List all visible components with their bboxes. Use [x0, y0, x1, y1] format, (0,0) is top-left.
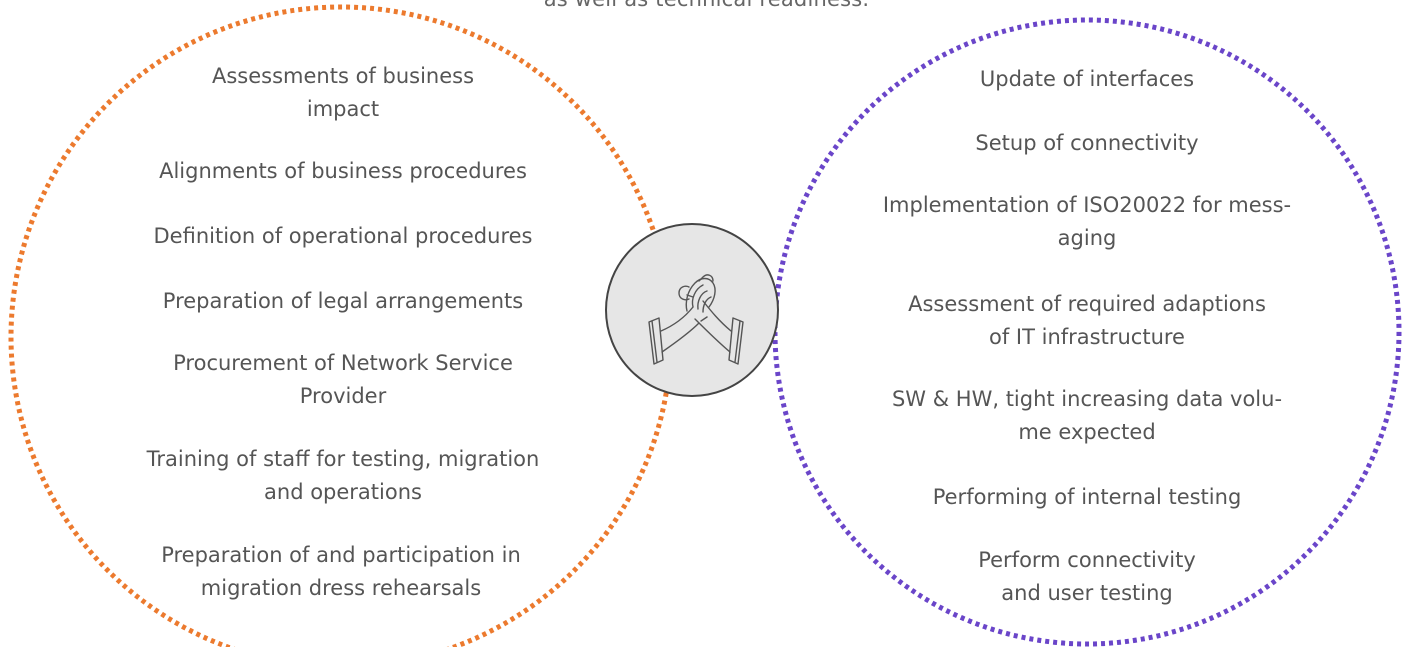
right-item-text: Perform connectivity and user testing: [978, 548, 1196, 605]
center-badge: [605, 223, 779, 397]
right-item-text: Implementation of ISO20022 for mess- agi…: [882, 193, 1292, 250]
right-item-text: Assessment of required adaptions of IT i…: [908, 292, 1266, 349]
right-item-interfaces: Update of interfaces: [857, 63, 1317, 96]
left-item-text: Training of staff for testing, migration…: [146, 447, 540, 504]
right-item-text: SW & HW, tight increasing data volu- me …: [891, 387, 1283, 444]
left-item-text: Definition of operational procedures: [153, 224, 533, 248]
right-item-text: Performing of internal testing: [932, 485, 1242, 509]
left-item-text: Procurement of Network Service Provider: [173, 351, 513, 408]
left-item-legal-arrangements: Preparation of legal arrangements: [113, 285, 573, 318]
left-item-business-procedures: Alignments of business procedures: [113, 155, 573, 188]
left-item-text: Assessments of business impact: [211, 64, 475, 121]
right-item-text: Update of interfaces: [979, 67, 1195, 91]
left-item-network-service-provider: Procurement of Network Service Provider: [113, 347, 573, 413]
right-item-text: Setup of connectivity: [975, 131, 1199, 155]
left-item-text: Preparation of legal arrangements: [162, 289, 524, 313]
left-item-operational-procedures: Definition of operational procedures: [113, 220, 573, 253]
right-item-internal-testing: Performing of internal testing: [857, 481, 1317, 514]
right-item-it-infrastructure: Assessment of required adaptions of IT i…: [847, 288, 1327, 354]
top-caption: as well as technical readiness.: [0, 0, 1413, 11]
right-item-connectivity-setup: Setup of connectivity: [857, 127, 1317, 160]
left-item-staff-training: Training of staff for testing, migration…: [103, 443, 583, 509]
right-item-user-testing: Perform connectivity and user testing: [857, 544, 1317, 610]
right-item-sw-hw: SW & HW, tight increasing data volu- me …: [847, 383, 1327, 449]
left-item-text: Preparation of and participation in migr…: [161, 543, 521, 600]
right-item-iso20022: Implementation of ISO20022 for mess- agi…: [827, 189, 1347, 255]
left-item-text: Alignments of business procedures: [159, 159, 527, 183]
left-item-dress-rehearsals: Preparation of and participation in migr…: [101, 539, 581, 605]
left-item-business-impact: Assessments of business impact: [163, 60, 523, 126]
handshake-icon: [648, 274, 744, 365]
